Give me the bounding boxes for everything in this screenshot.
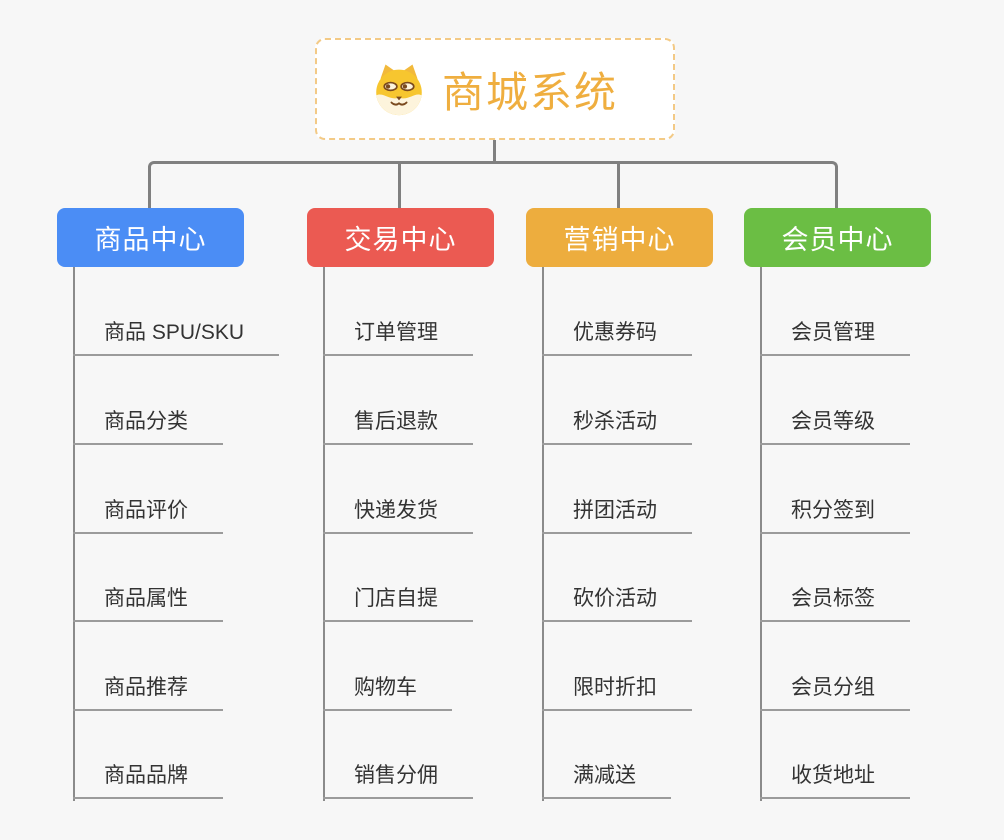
leaf-node[interactable]: 销售分佣 [323, 763, 473, 799]
leaf-node[interactable]: 门店自提 [323, 586, 473, 622]
root-node-title: 商城系统 [441, 68, 618, 116]
trunk-line-trade-center [323, 267, 325, 801]
leaf-node[interactable]: 售后退款 [323, 409, 473, 445]
leaf-node[interactable]: 商品分类 [73, 409, 223, 445]
leaf-node[interactable]: 积分签到 [760, 498, 910, 534]
leaf-node[interactable]: 满减送 [542, 763, 671, 799]
trunk-line-product-center [73, 267, 75, 801]
leaf-node[interactable]: 购物车 [323, 675, 452, 711]
trunk-line-marketing-center [542, 267, 544, 801]
branch-node-trade-center[interactable]: 交易中心 [307, 208, 494, 267]
leaf-node[interactable]: 快递发货 [323, 498, 473, 534]
leaf-node[interactable]: 订单管理 [323, 320, 473, 356]
dog-face-icon [376, 64, 422, 116]
leaf-node[interactable]: 秒杀活动 [542, 409, 692, 445]
leaf-node[interactable]: 商品 SPU/SKU [73, 320, 280, 356]
leaf-node[interactable]: 商品属性 [73, 586, 223, 622]
root-node[interactable]: 商城系统 [315, 38, 675, 140]
leaf-node[interactable]: 会员分组 [760, 675, 910, 711]
branch-node-marketing-center[interactable]: 营销中心 [526, 208, 713, 267]
branch-node-product-center[interactable]: 商品中心 [57, 208, 244, 267]
root-connector-line [493, 138, 496, 164]
leaf-node[interactable]: 砍价活动 [542, 586, 692, 622]
leaf-node[interactable]: 优惠券码 [542, 320, 692, 356]
leaf-node[interactable]: 商品推荐 [73, 675, 223, 711]
leaf-node[interactable]: 商品评价 [73, 498, 223, 534]
leaf-node[interactable]: 会员等级 [760, 409, 910, 445]
leaf-node[interactable]: 商品品牌 [73, 763, 223, 799]
leaf-node[interactable]: 拼团活动 [542, 498, 692, 534]
leaf-node[interactable]: 会员管理 [760, 320, 910, 356]
drop-line-marketing [617, 163, 620, 208]
branch-node-member-center[interactable]: 会员中心 [744, 208, 931, 267]
drop-line-trade [398, 163, 401, 208]
leaf-node[interactable]: 收货地址 [760, 763, 910, 799]
branch-bus-line [148, 161, 838, 209]
trunk-line-member-center [760, 267, 762, 801]
leaf-node[interactable]: 会员标签 [760, 586, 910, 622]
leaf-node[interactable]: 限时折扣 [542, 675, 692, 711]
